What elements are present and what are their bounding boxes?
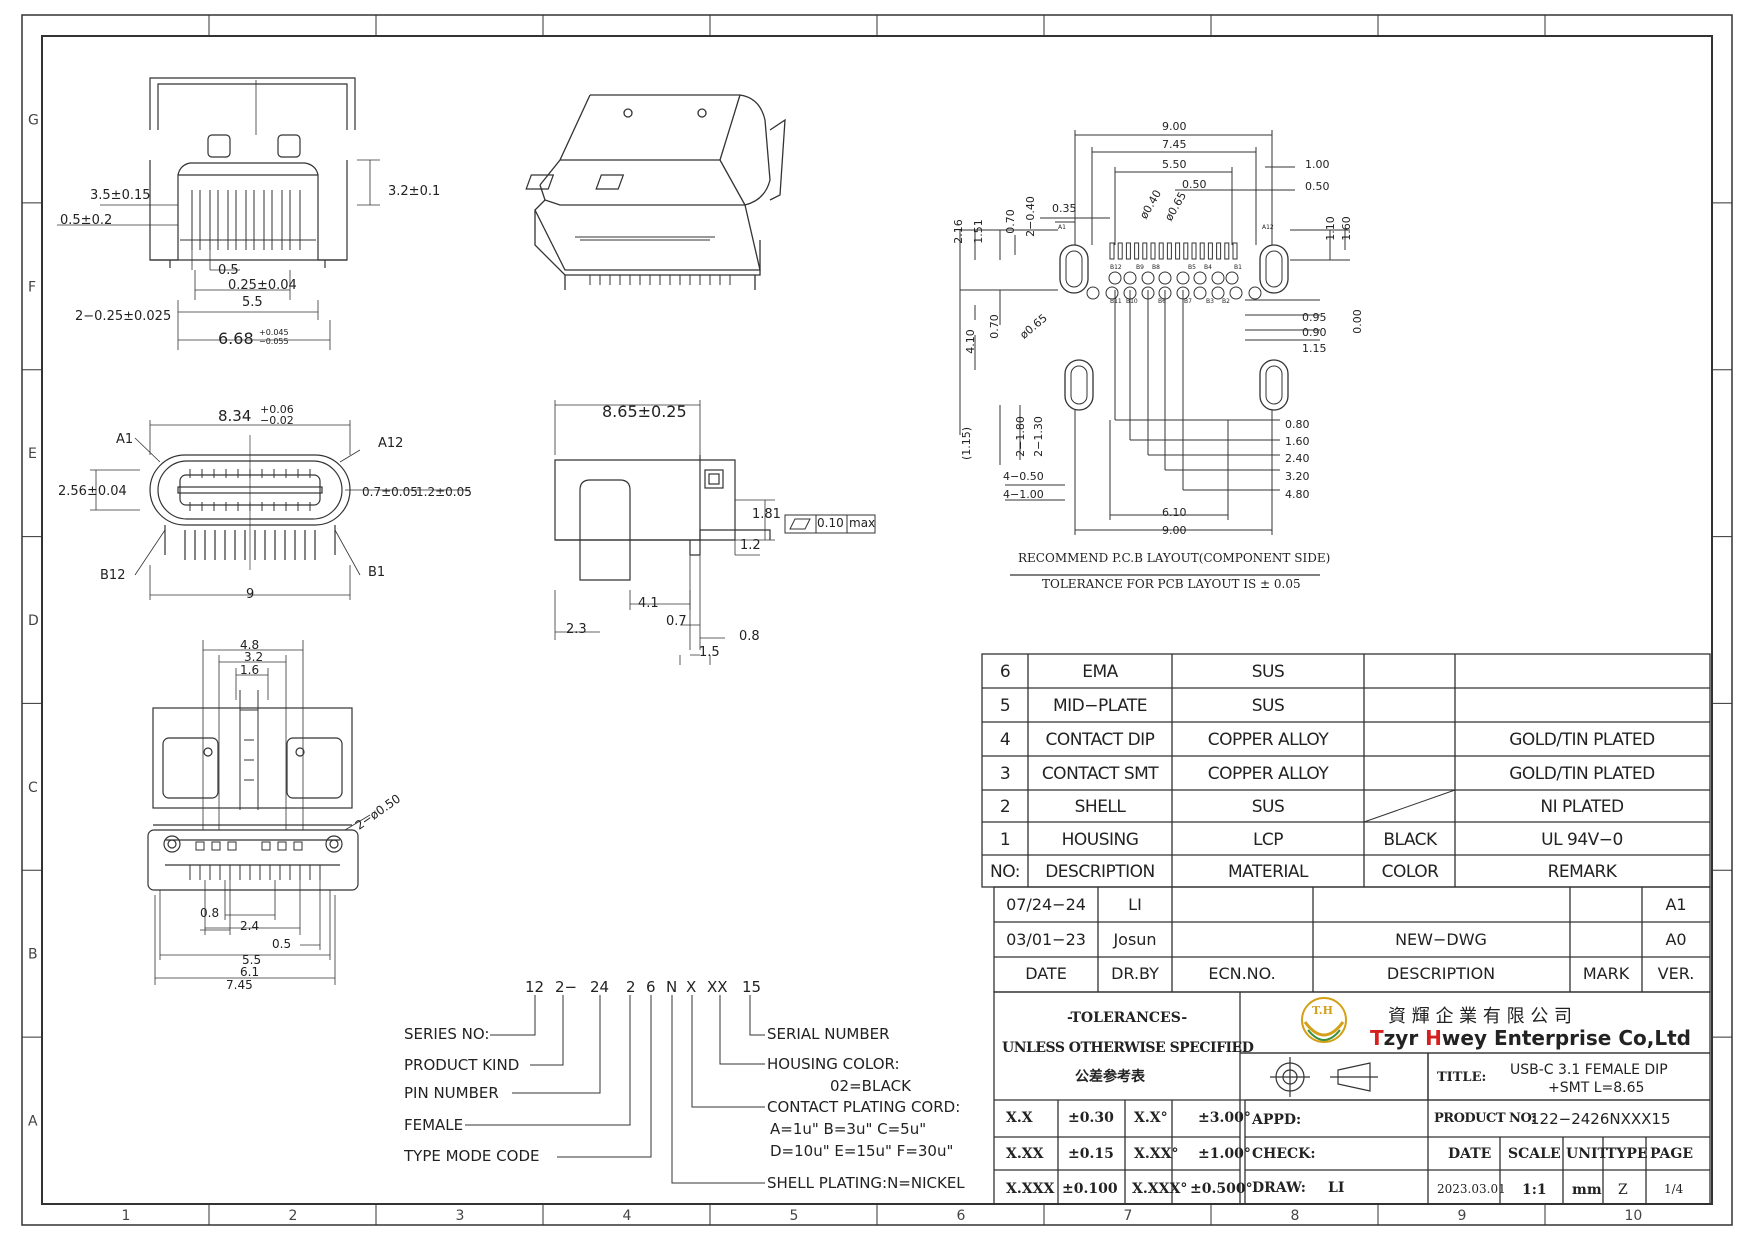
bom-cell-material: SUS [1251, 662, 1285, 682]
revision-cell-ver: A1 [1665, 895, 1687, 914]
bom-header-color: COLOR [1381, 862, 1439, 882]
bom-cell-remark: NI PLATED [1540, 797, 1624, 817]
bom-cell-no: 4 [999, 730, 1011, 750]
company-logo [1301, 997, 1347, 1043]
zone-row-label: G [28, 112, 39, 128]
bom-cell-material: SUS [1251, 696, 1285, 716]
appd-label: APPD: [1252, 1112, 1302, 1128]
side-view [554, 400, 876, 665]
bom-cell-desc: HOUSING [1061, 830, 1139, 850]
tol-sub: UNLESS OTHERWISE SPECIFIED [1002, 1040, 1254, 1056]
revision-cell-by: LI [1128, 895, 1142, 914]
revision-header-by: DR.BY [1111, 964, 1159, 983]
drawer: LI [1328, 1180, 1345, 1196]
bom-cell-desc: CONTACT DIP [1045, 730, 1155, 750]
bom-cell-remark: GOLD/TIN PLATED [1509, 764, 1655, 784]
bom-cell-no: 1 [999, 830, 1011, 850]
title-block-grid [993, 991, 1711, 1205]
zone-row-label: E [28, 446, 37, 462]
bom-cell-desc: EMA [1082, 662, 1118, 682]
part-code-leaders [465, 995, 765, 1184]
bom-cell-no: 2 [999, 797, 1011, 817]
bom-header-material: MATERIAL [1227, 862, 1309, 882]
check-label: CHECK: [1252, 1146, 1316, 1162]
zone-col-label: 4 [623, 1208, 632, 1224]
bom-header-desc: DESCRIPTION [1045, 862, 1155, 882]
product-no: 122−2426NXXX15 [1530, 1110, 1671, 1128]
front-mid-view [90, 420, 470, 600]
revision-cell-ver: A0 [1665, 930, 1687, 949]
bom-cell-no: 6 [999, 662, 1011, 682]
title-label: TITLE: [1437, 1070, 1487, 1085]
revision-header-ecn: ECN.NO. [1208, 964, 1276, 983]
zone-col-label: 3 [456, 1208, 465, 1224]
title-line1: USB-C 3.1 FEMALE DIP [1510, 1062, 1668, 1078]
bottom-view [147, 640, 371, 985]
bom-cell-material: COPPER ALLOY [1207, 764, 1329, 784]
zone-row-label: C [28, 780, 38, 796]
bom-cell-material: LCP [1252, 830, 1284, 850]
zone-row-label: A [28, 1114, 38, 1130]
bom-header-remark: REMARK [1547, 862, 1617, 882]
projection-symbol [1270, 1057, 1378, 1097]
bom-cell-remark: UL 94V−0 [1541, 830, 1623, 850]
revision-header-mark: MARK [1582, 964, 1630, 983]
zone-col-label: 6 [957, 1208, 966, 1224]
company-cn: 資 輝 企 業 有 限 公 司 [1388, 1006, 1573, 1027]
zone-col-label: 9 [1458, 1208, 1467, 1224]
bom-cell-material: COPPER ALLOY [1207, 730, 1329, 750]
revision-header-date: DATE [1025, 964, 1067, 983]
revision-cell-date: 07/24−24 [1006, 895, 1086, 914]
zone-col-label: 1 [122, 1208, 131, 1224]
revision-cell-desc: NEW−DWG [1395, 930, 1487, 949]
bom-cell-color: BLACK [1383, 830, 1437, 850]
bom-cell-desc: SHELL [1074, 797, 1126, 817]
bom-header-no: NO: [989, 862, 1021, 882]
pcb-layout [959, 130, 1350, 576]
tol-title: -TOLERANCES- [1067, 1010, 1188, 1026]
zone-col-label: 10 [1625, 1208, 1643, 1224]
bom-cell-desc: MID−PLATE [1052, 696, 1148, 716]
revision-header-desc: DESCRIPTION [1386, 964, 1496, 983]
bom-cell-remark: GOLD/TIN PLATED [1509, 730, 1655, 750]
bom-cell-desc: CONTACT SMT [1041, 764, 1159, 784]
bom-cell-material: SUS [1251, 797, 1285, 817]
bom-cell-no: 5 [999, 696, 1011, 716]
bom-cell-no: 3 [999, 764, 1011, 784]
company-name: Tzyr Hwey Enterprise Co,Ltd [1370, 1026, 1691, 1050]
zone-col-label: 7 [1124, 1208, 1133, 1224]
revision-cell-date: 03/01−23 [1006, 930, 1086, 949]
revision-cell-by: Josun [1113, 930, 1157, 949]
zone-col-label: 2 [289, 1208, 298, 1224]
iso-view [525, 94, 786, 290]
zone-row-label: D [28, 613, 39, 629]
zone-row-label: F [28, 279, 36, 295]
revision-header-ver: VER. [1657, 964, 1695, 983]
draw-label: DRAW: [1252, 1180, 1306, 1196]
title-line2: +SMT L=8.65 [1548, 1080, 1645, 1096]
product-label: PRODUCT NO: [1434, 1111, 1536, 1126]
zone-col-label: 8 [1291, 1208, 1300, 1224]
logo-mark: T.H [1312, 1004, 1333, 1017]
front-top-view [57, 77, 380, 350]
zone-row-label: B [28, 947, 38, 963]
tol-cn: 公差参考表 [1075, 1069, 1145, 1085]
zone-col-label: 5 [790, 1208, 799, 1224]
